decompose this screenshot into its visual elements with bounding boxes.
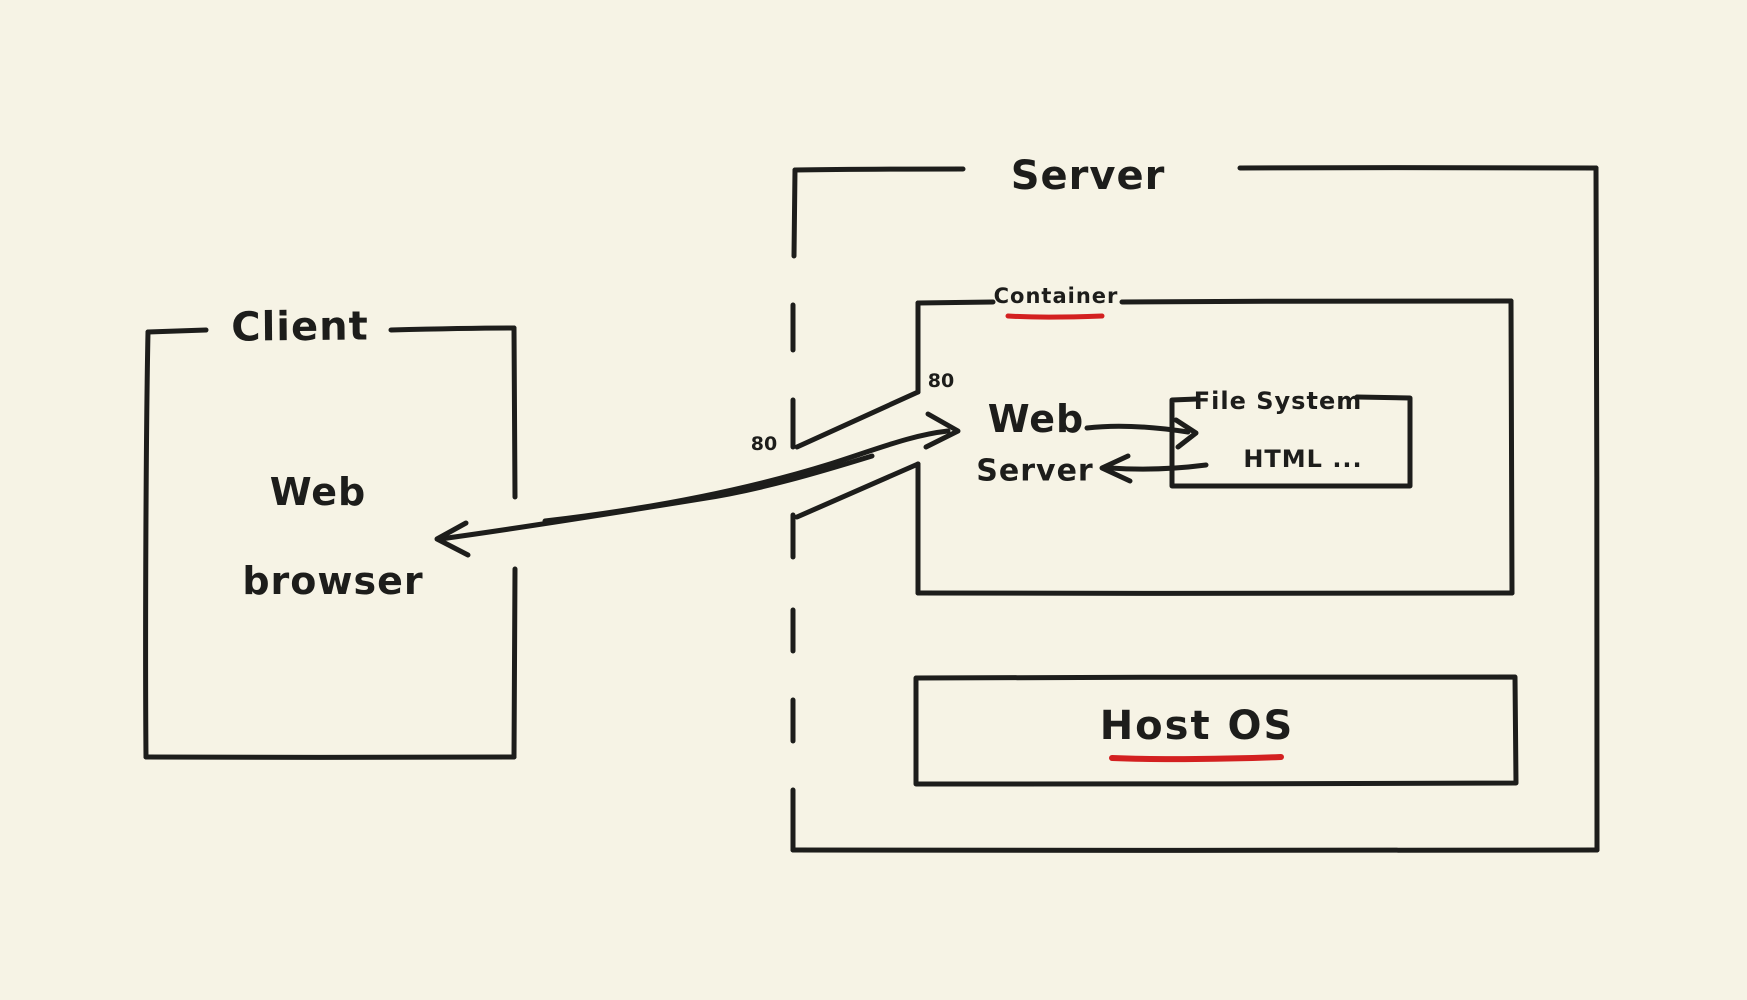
host-os-box-label: Host OS [1099,703,1295,749]
return-file-arrowhead [1099,453,1133,484]
host-os-box-outline [913,674,1519,787]
client-box-outline [143,325,518,760]
response-arrowhead [434,520,471,558]
server-box-outline [790,165,1600,853]
web-server-line2: Server [976,453,1094,489]
read-file-arrowhead [1173,417,1199,450]
port-80-label-server-edge: 80 [750,433,778,455]
host-os-label-underline [1109,754,1284,763]
server-box-label: Server [1010,153,1166,199]
read-file-arrow [1084,417,1199,450]
port-80-label-container-edge: 80 [927,370,955,392]
container-box-label: Container [993,284,1119,308]
port-channel-upper-line [794,389,921,450]
container-label-underline [1005,313,1105,320]
web-server-line1: Web [987,397,1085,441]
response-arrow [434,453,875,558]
port-channel-lower-line [794,461,921,520]
request-arrow [542,411,961,524]
web-browser-line2: browser [242,559,424,603]
web-browser-line1: Web [269,470,367,514]
file-system-box-label: File System [1193,387,1363,415]
file-system-box-outline [1169,394,1413,489]
client-box-label: Client [231,303,369,351]
file-system-content: HTML ... [1243,445,1363,473]
request-arrowhead [923,411,961,450]
container-box-outline [794,298,1515,596]
return-file-arrow [1099,453,1209,484]
